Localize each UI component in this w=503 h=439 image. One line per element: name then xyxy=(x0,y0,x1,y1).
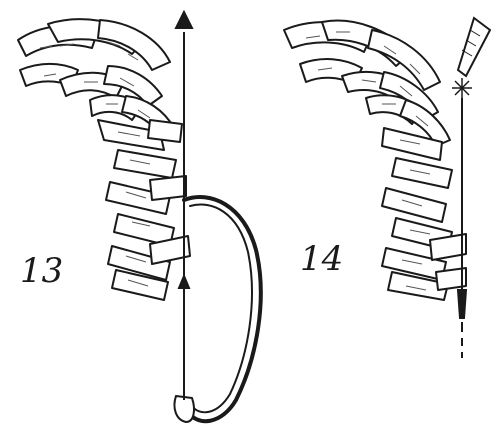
arrow-up-icon xyxy=(176,12,192,28)
thread-14 xyxy=(458,98,466,358)
strand xyxy=(392,158,452,188)
strand xyxy=(150,176,186,200)
strand xyxy=(382,188,446,222)
panel-label-14: 14 xyxy=(300,239,343,279)
loop-strand xyxy=(184,197,261,421)
strand xyxy=(98,20,170,70)
thread-tip xyxy=(458,290,466,318)
needle-icon xyxy=(458,18,490,76)
arrow-up-small-icon xyxy=(179,276,189,288)
strand xyxy=(148,120,182,142)
strand xyxy=(114,150,176,178)
panel-label-13: 13 xyxy=(20,251,63,291)
needle-14 xyxy=(458,18,490,76)
panel-13 xyxy=(18,19,261,422)
spark-icon xyxy=(452,78,472,98)
